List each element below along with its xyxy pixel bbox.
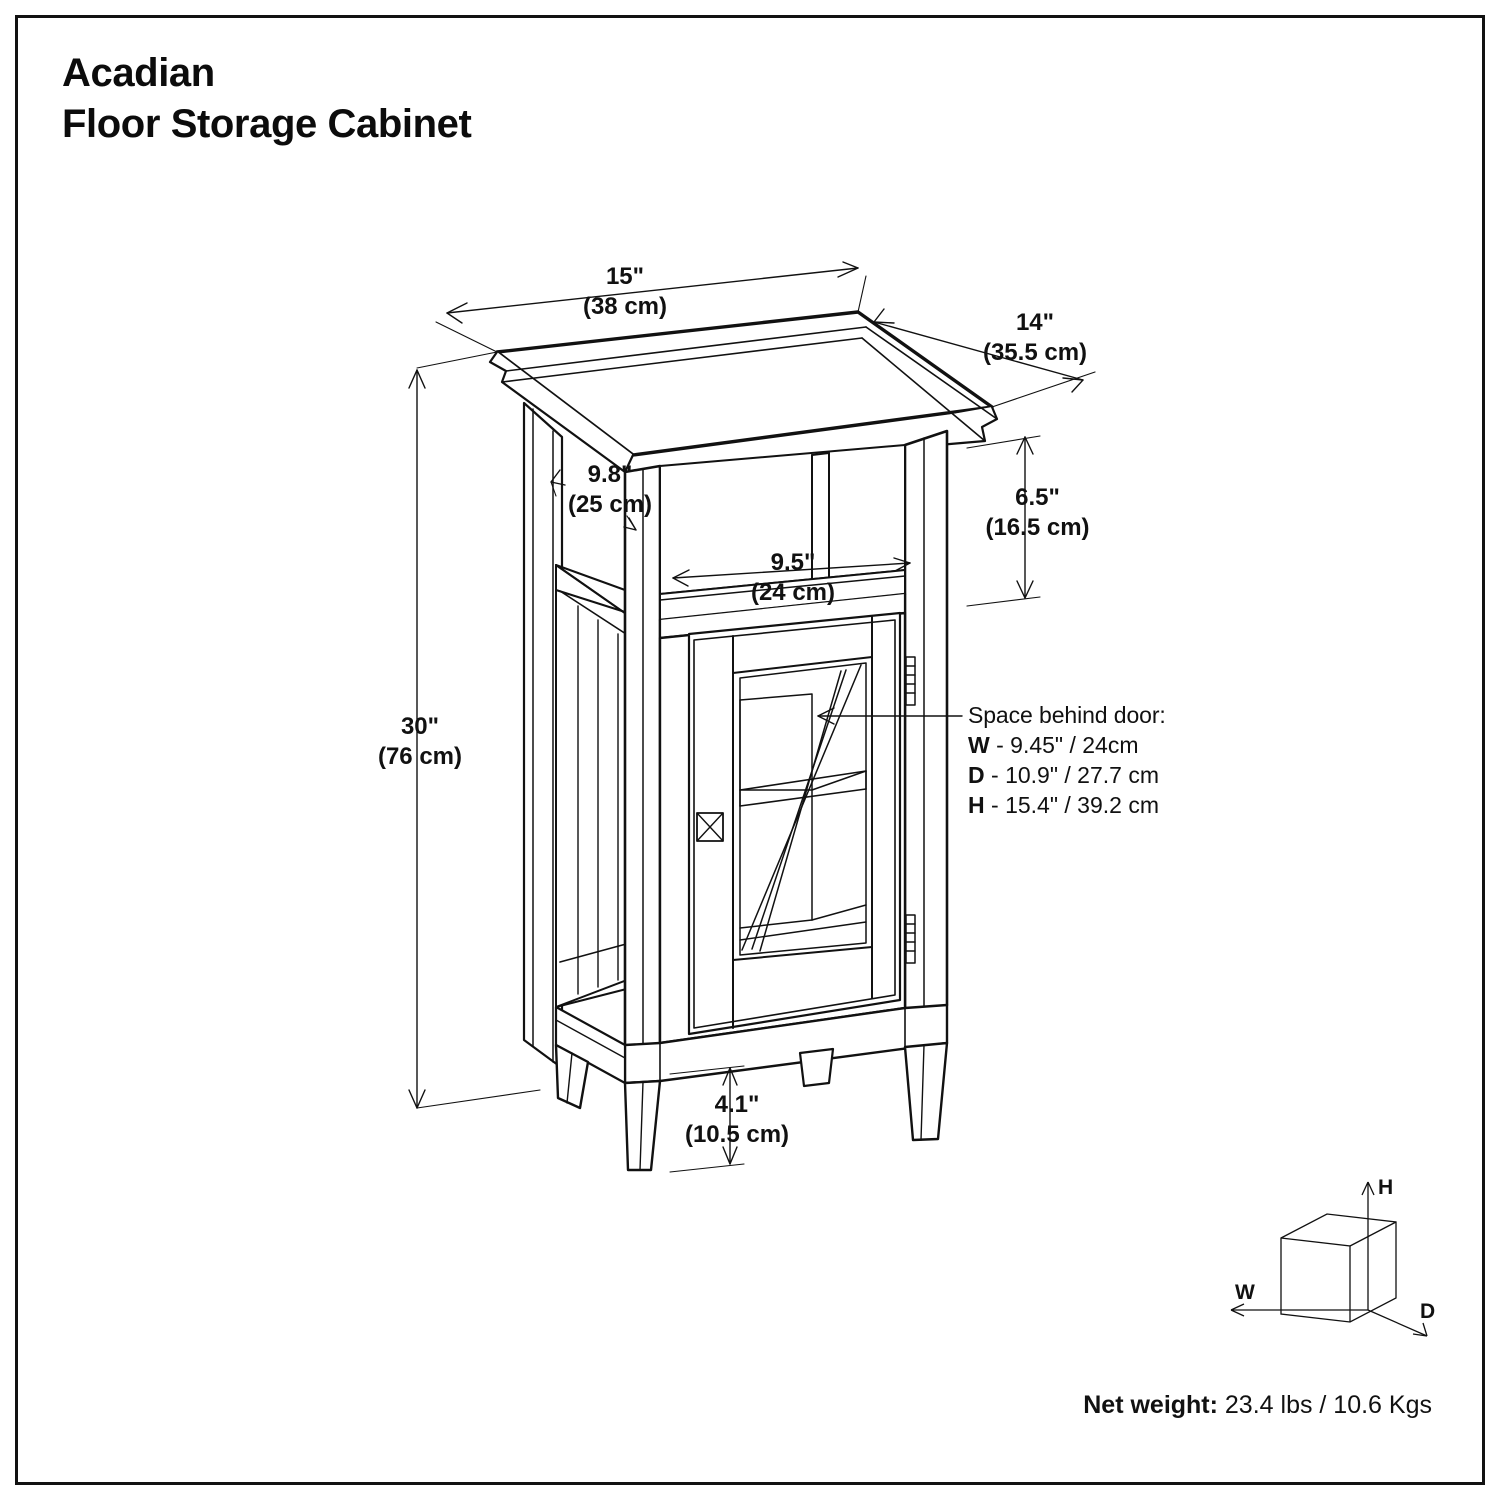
product-name: Acadian [62, 51, 215, 95]
page-title: Acadian Floor Storage Cabinet [62, 48, 472, 150]
axis-legend: H W D [1215, 1170, 1445, 1340]
dimension-lines [408, 261, 1096, 1173]
cabinet-leg-front-left [623, 1079, 662, 1172]
callout-row-height: H - 15.4" / 39.2 cm [968, 792, 1166, 819]
door-hinge-bottom [905, 914, 916, 964]
callout-leader-line [817, 707, 963, 725]
cabinet-leg-front-right [903, 1041, 949, 1142]
door-hinge-top [905, 656, 916, 706]
door-knob [696, 812, 724, 842]
space-behind-door-callout: Space behind door: W - 9.45" / 24cm D - … [968, 702, 1166, 820]
net-weight: Net weight: 23.4 lbs / 10.6 Kgs [1083, 1391, 1432, 1420]
dimension-line-width [435, 261, 867, 353]
legend-label-height: H [1378, 1176, 1394, 1199]
dimension-line-depth [873, 308, 1096, 408]
dimension-label-depth: 14" (35.5 cm) [982, 309, 1088, 366]
cabinet-front-left-post [623, 464, 662, 1062]
legend-cube-icon [1230, 1181, 1428, 1337]
dimension-label-cubby-height: 6.5" (16.5 cm) [985, 484, 1090, 541]
legend-label-width: W [1235, 1281, 1255, 1304]
callout-key-w: W [968, 732, 990, 759]
cabinet-leg-back-center [798, 1047, 835, 1088]
callout-value-d: - 10.9" / 27.7 cm [991, 762, 1159, 789]
cabinet-leg-back-left [554, 1043, 590, 1110]
callout-value-w: - 9.45" / 24cm [996, 732, 1139, 759]
net-weight-value: 23.4 lbs / 10.6 Kgs [1224, 1391, 1432, 1419]
dimension-label-cubby-width: 9.5" (24 cm) [750, 549, 836, 606]
cabinet-open-shelf [555, 444, 907, 640]
net-weight-label: Net weight: [1083, 1391, 1218, 1419]
dimension-line-leg-clearance [669, 1065, 745, 1173]
dimension-label-total-height: 30" (76 cm) [377, 713, 463, 770]
product-subtitle: Floor Storage Cabinet [62, 102, 472, 147]
legend-label-depth: D [1420, 1300, 1436, 1323]
callout-value-h: - 15.4" / 39.2 cm [991, 792, 1159, 819]
callout-key-h: H [968, 792, 985, 819]
callout-key-d: D [968, 762, 985, 789]
callout-heading: Space behind door: [968, 702, 1166, 728]
callout-row-depth: D - 10.9" / 27.7 cm [968, 762, 1166, 789]
dimension-label-shelf-width: 9.8" (25 cm) [567, 461, 653, 518]
dimension-line-height [408, 351, 541, 1109]
callout-row-width: W - 9.45" / 24cm [968, 732, 1166, 759]
dimension-line-cubby-width [672, 557, 911, 587]
dimension-line-cubby-height [966, 435, 1041, 607]
dimension-label-leg-clearance: 4.1" (10.5 cm) [684, 1091, 790, 1148]
cabinet-left-side-panel [522, 401, 649, 1070]
dimension-label-width: 15" (38 cm) [582, 263, 668, 320]
dimension-line-shelf-width [550, 469, 637, 531]
